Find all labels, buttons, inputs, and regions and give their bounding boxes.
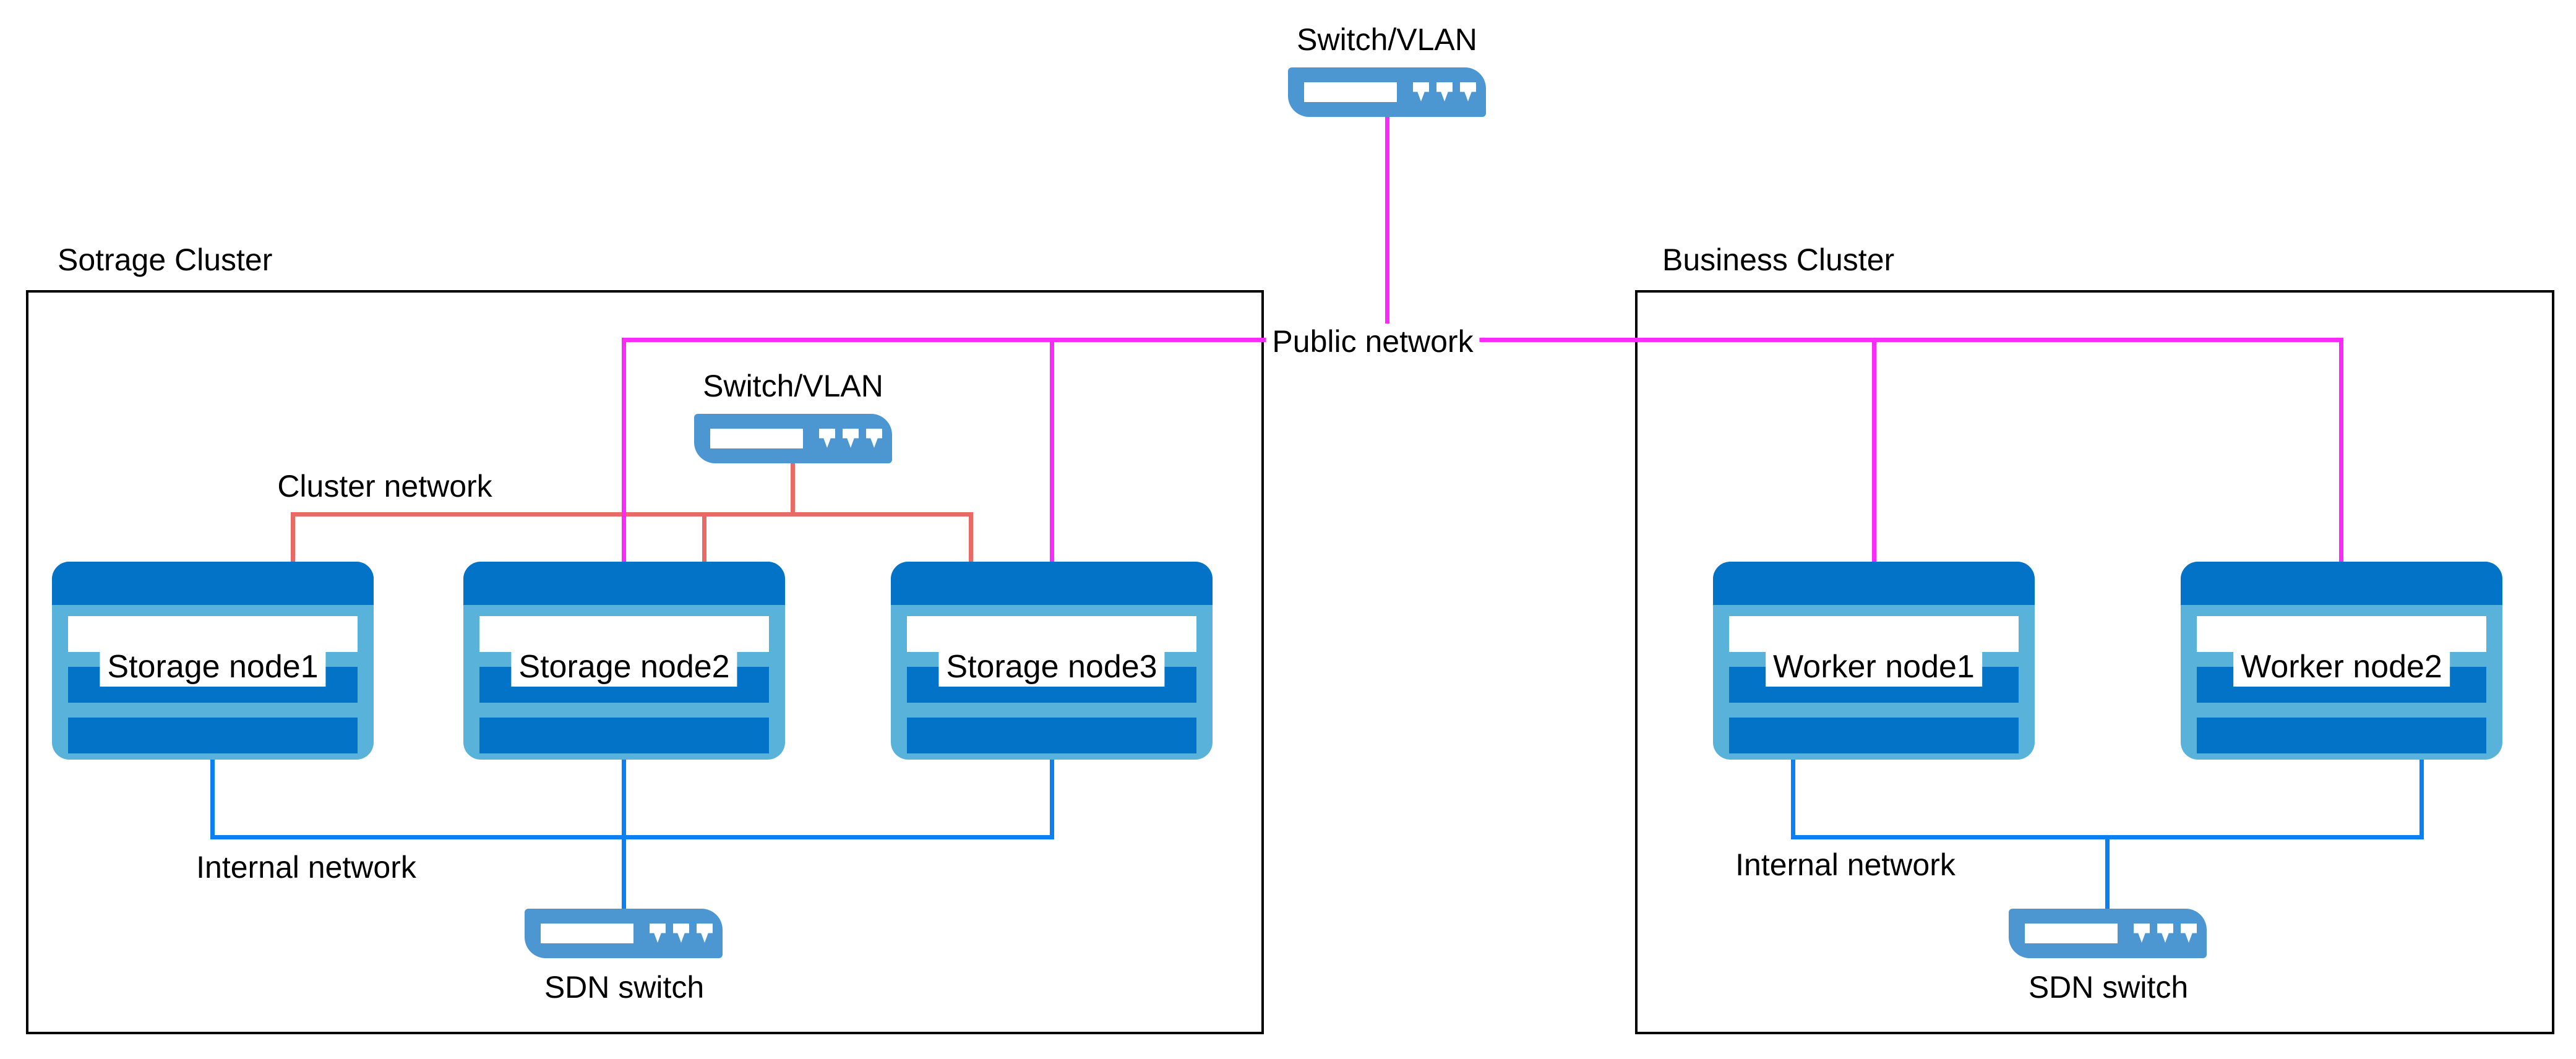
switch-slot bbox=[1304, 82, 1397, 102]
internal-network-drop-node1 bbox=[210, 760, 215, 839]
public-network-drop-worker-node2 bbox=[2339, 338, 2343, 562]
public-network-line-top-drop bbox=[1385, 117, 1389, 324]
top-switch-label: Switch/VLAN bbox=[1297, 22, 1477, 57]
cluster-network-drop-node1 bbox=[291, 512, 295, 562]
switch-slot bbox=[541, 924, 633, 943]
server-node-icon-worker1: Worker node1 bbox=[1713, 562, 2035, 760]
node-header bbox=[52, 562, 374, 605]
cluster-network-line bbox=[291, 512, 973, 517]
cluster-network-drop-node2 bbox=[702, 512, 706, 562]
public-network-drop-storage-node3 bbox=[1050, 338, 1054, 562]
port-icon bbox=[697, 924, 713, 943]
internal-network-line-left bbox=[210, 835, 1054, 839]
sdn-switch-icon-right bbox=[2009, 909, 2207, 958]
node-label: Storage node1 bbox=[100, 647, 326, 687]
port-icon bbox=[819, 429, 835, 448]
internal-network-sdn-link-right bbox=[2105, 835, 2110, 909]
internal-network-sdn-link-left bbox=[622, 760, 626, 909]
node-band bbox=[68, 616, 358, 652]
cluster-network-drop-node3 bbox=[969, 512, 973, 562]
node-label: Worker node1 bbox=[1766, 647, 1982, 687]
port-icon bbox=[1413, 82, 1429, 101]
server-node-icon-storage2: Storage node2 bbox=[463, 562, 785, 760]
node-header bbox=[1713, 562, 2035, 605]
node-band bbox=[2197, 616, 2486, 652]
node-bar bbox=[68, 718, 358, 753]
node-label: Worker node2 bbox=[2233, 647, 2450, 687]
internal-network-label-right: Internal network bbox=[1735, 847, 1956, 882]
public-network-drop-worker-node1 bbox=[1872, 338, 1876, 562]
internal-network-drop-worker1 bbox=[1791, 760, 1795, 839]
top-switch-icon bbox=[1288, 67, 1486, 117]
port-icon bbox=[2157, 924, 2173, 943]
cluster-network-label: Cluster network bbox=[277, 469, 492, 504]
node-header bbox=[2181, 562, 2502, 605]
public-network-line-right bbox=[1459, 338, 2343, 342]
server-node-icon-storage3: Storage node3 bbox=[891, 562, 1213, 760]
switch-slot bbox=[2025, 924, 2118, 943]
port-icon bbox=[1436, 82, 1453, 101]
node-header bbox=[891, 562, 1213, 605]
storage-cluster-title: Sotrage Cluster bbox=[58, 242, 273, 277]
sdn-switch-label-left: SDN switch bbox=[544, 970, 705, 1005]
sdn-switch-label-right: SDN switch bbox=[2028, 970, 2189, 1005]
public-network-drop-storage-node2 bbox=[622, 338, 626, 562]
public-network-label: Public network bbox=[1266, 324, 1480, 359]
cluster-network-switch-link bbox=[791, 463, 795, 515]
server-node-icon-storage1: Storage node1 bbox=[52, 562, 374, 760]
business-cluster-title: Business Cluster bbox=[1662, 242, 1895, 277]
node-bar bbox=[907, 718, 1196, 753]
port-icon bbox=[2134, 924, 2150, 943]
port-icon bbox=[1460, 82, 1476, 101]
node-band bbox=[1729, 616, 2019, 652]
port-icon bbox=[2181, 924, 2197, 943]
node-label: Storage node2 bbox=[511, 647, 737, 687]
server-node-icon-worker2: Worker node2 bbox=[2181, 562, 2502, 760]
public-network-line-left bbox=[622, 338, 1287, 342]
storage-cluster-box bbox=[26, 290, 1264, 1034]
storage-switch-label: Switch/VLAN bbox=[703, 369, 883, 403]
port-icon bbox=[673, 924, 689, 943]
node-band bbox=[479, 616, 769, 652]
port-icon bbox=[866, 429, 882, 448]
node-label: Storage node3 bbox=[938, 647, 1165, 687]
node-bar bbox=[479, 718, 769, 753]
internal-network-drop-node3 bbox=[1050, 760, 1054, 839]
port-icon bbox=[843, 429, 859, 448]
business-cluster-box bbox=[1635, 290, 2554, 1034]
port-icon bbox=[650, 924, 666, 943]
switch-slot bbox=[710, 429, 803, 448]
internal-network-label-left: Internal network bbox=[196, 850, 416, 885]
internal-network-drop-worker2 bbox=[2419, 760, 2424, 839]
storage-switch-icon bbox=[694, 414, 892, 463]
node-bar bbox=[2197, 718, 2486, 753]
node-band bbox=[907, 616, 1196, 652]
sdn-switch-icon-left bbox=[525, 909, 723, 958]
node-header bbox=[463, 562, 785, 605]
node-bar bbox=[1729, 718, 2019, 753]
